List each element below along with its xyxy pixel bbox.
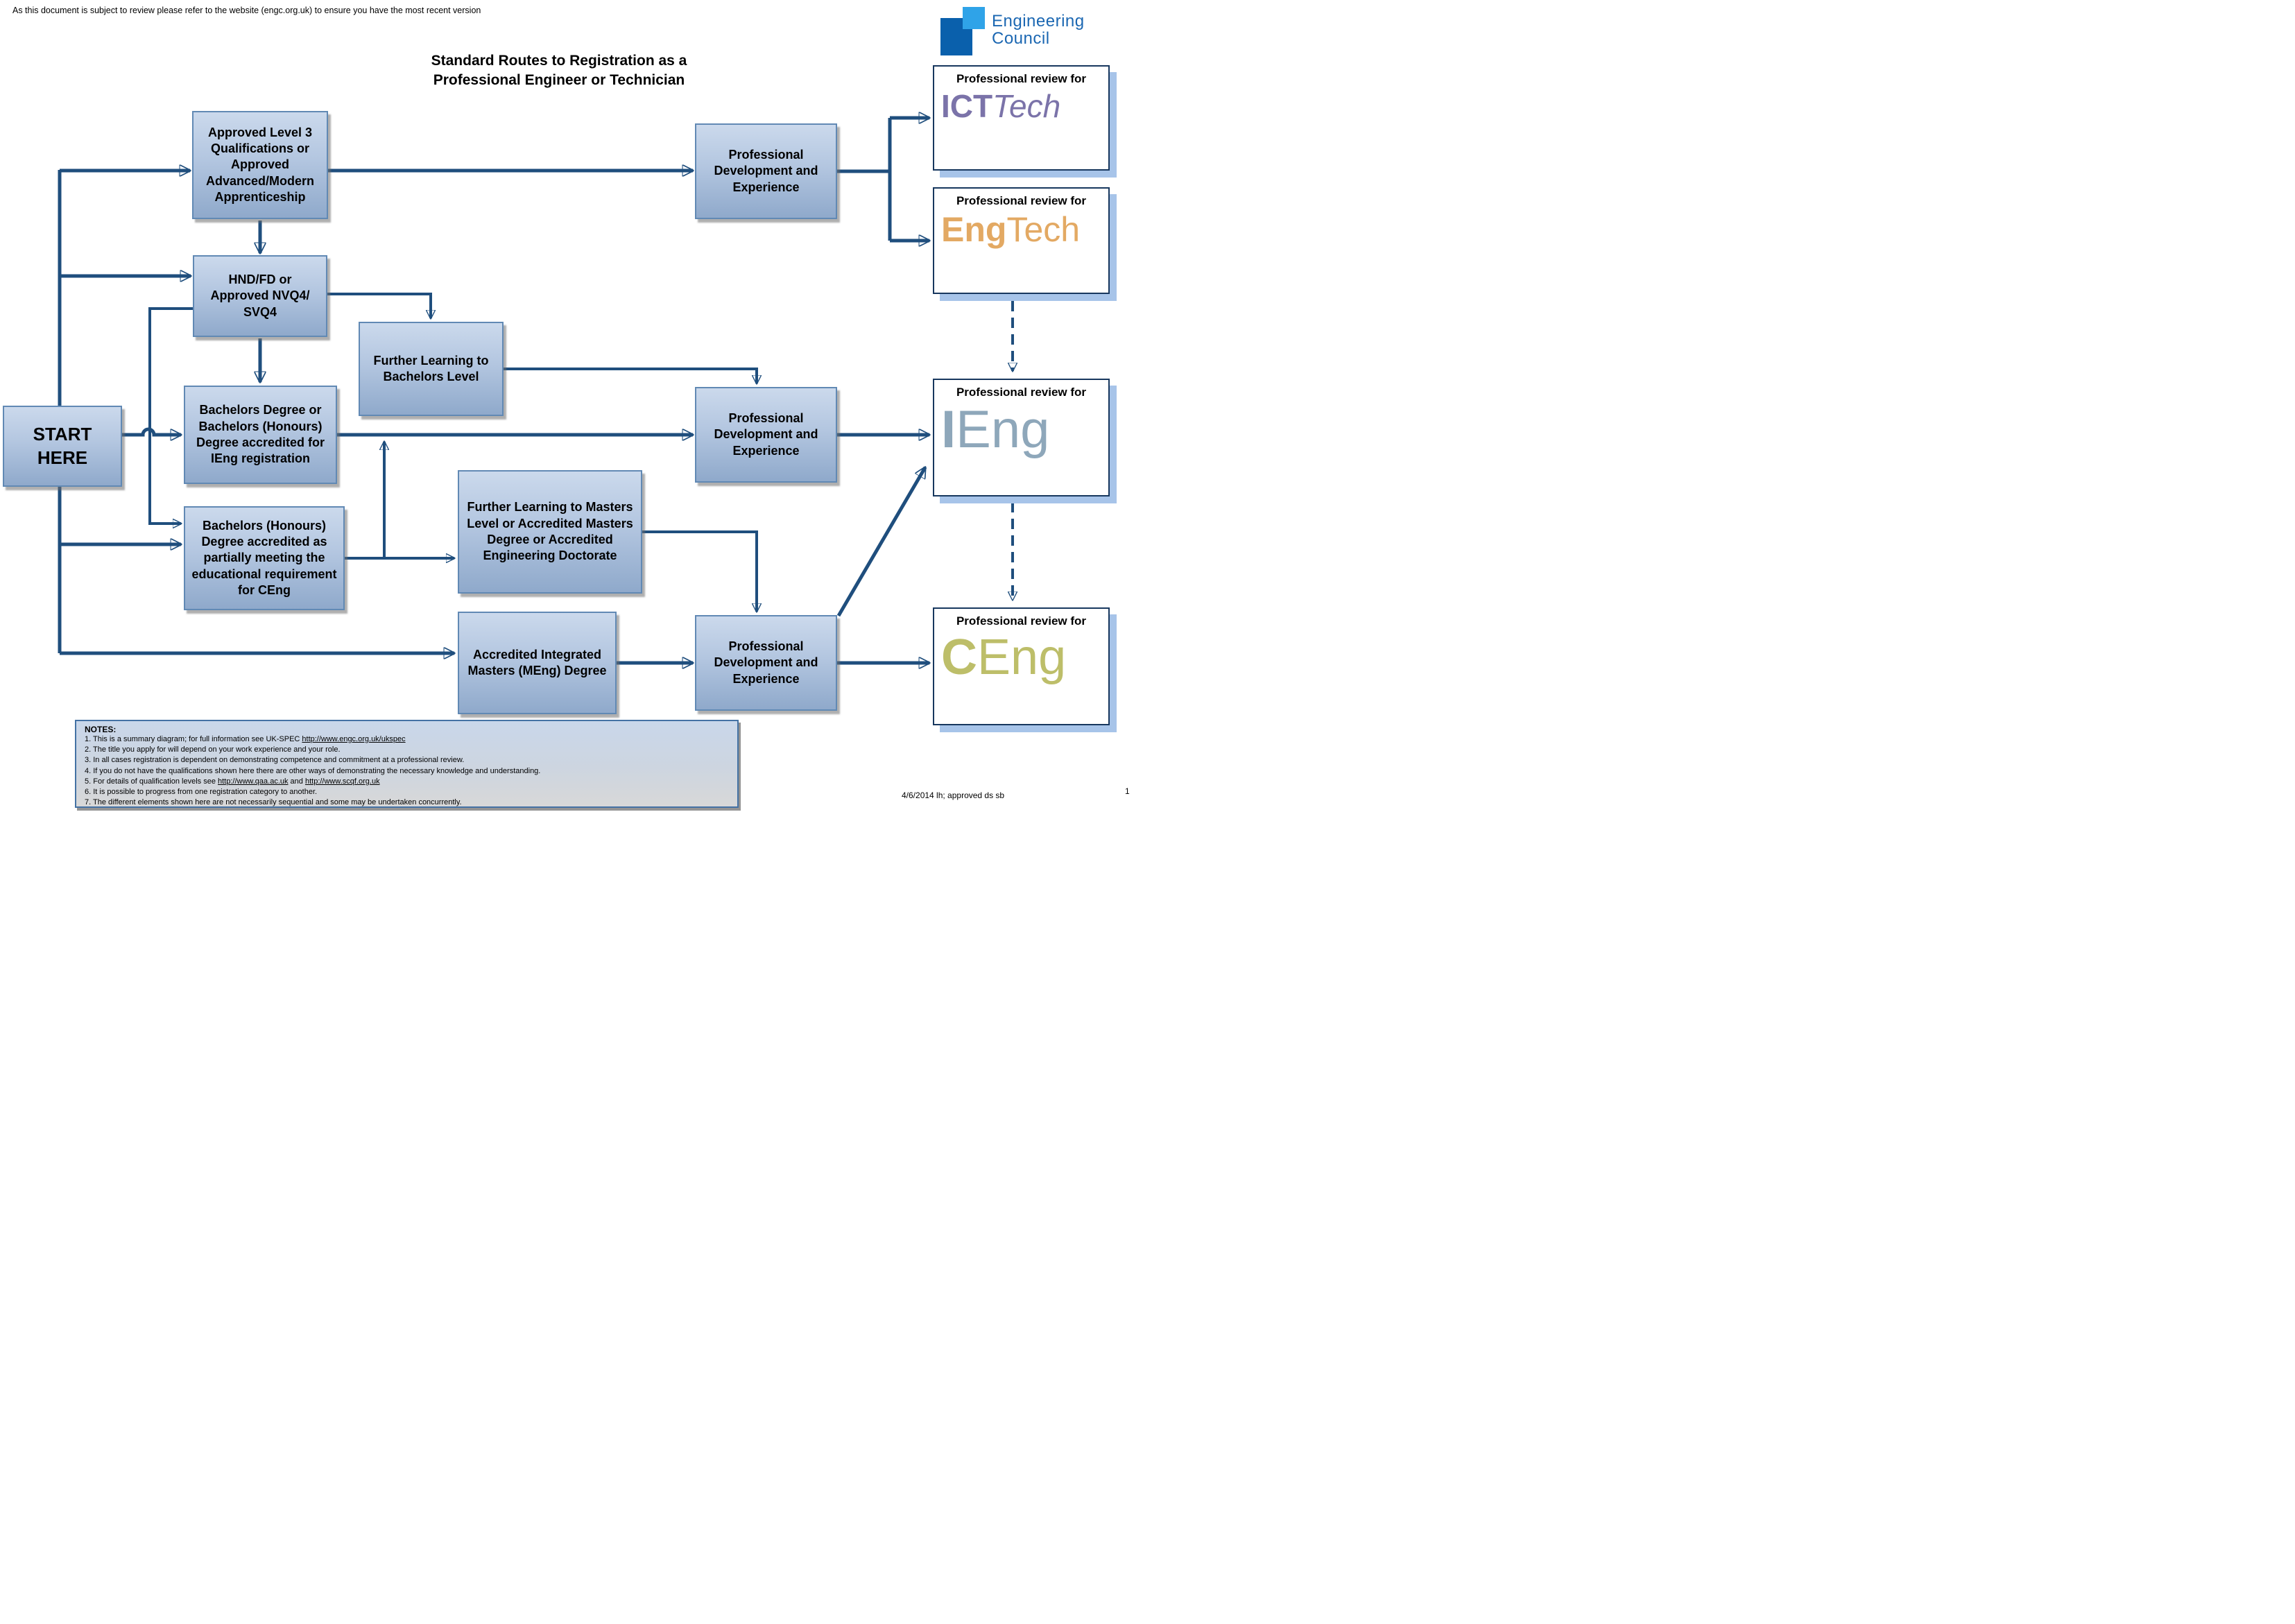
flow-box-approved-level3-label: Approved Level 3 Qualifications or Appro… [205,125,315,205]
flow-box-further-learning-masters: Further Learning to Masters Level or Acc… [458,470,642,594]
review-label-engtech: Professional review for [956,194,1087,207]
icttech-logo-bold: ICT [941,88,993,124]
flow-box-approved-level3: Approved Level 3 Qualifications or Appro… [192,111,328,219]
review-box-ceng: Professional review for CEng [933,607,1110,725]
flow-box-accredited-meng: Accredited Integrated Masters (MEng) Deg… [458,612,617,714]
flow-box-pde-bottom: Professional Development and Experience [695,615,837,711]
note-item: 2. The title you apply for will depend o… [85,745,341,754]
flow-box-further-learning-masters-label: Further Learning to Masters Level or Acc… [467,500,633,563]
page-title: Standard Routes to Registration as a Pro… [347,51,771,91]
note-item: 3. In all cases registration is dependen… [85,756,465,765]
page-title-line2: Professional Engineer or Technician [433,72,685,89]
connector-further-masters-to-pde3 [642,530,757,612]
flow-box-bachelors-ieng: Bachelors Degree or Bachelors (Honours) … [184,386,337,484]
notes-heading: NOTES: [85,725,117,734]
ceng-logo: CEng [938,632,1104,682]
flow-box-hnd-fd-label: HND/FD or Approved NVQ4/ SVQ4 [210,272,310,319]
flow-box-start-here-label: START HERE [33,423,92,468]
connector-pde3-diagonal-to-ieng [836,467,927,617]
review-label-ceng: Professional review for [956,614,1087,628]
logo-light-square-icon [963,7,985,29]
ceng-logo-bold: C [941,630,977,685]
note-item: 5. For details of qualification levels s… [85,777,380,786]
flow-box-bachelors-ceng: Bachelors (Honours) Degree accredited as… [184,506,345,610]
connector-bachelors-ceng-up-join [345,442,384,560]
disclaimer-text: As this document is subject to review pl… [12,6,481,15]
flow-box-pde-middle: Professional Development and Experience [695,387,837,483]
flow-box-bachelors-ieng-label: Bachelors Degree or Bachelors (Honours) … [196,403,325,466]
connector-further-bachelors-to-pde2 [504,368,757,383]
note-item: 7. The different elements shown here are… [85,798,462,807]
notes-box: NOTES: 1. This is a summary diagram; for… [75,720,739,808]
notes-list: 1. This is a summary diagram; for full i… [85,734,729,808]
connector-start-to-bachelors-ieng [122,427,181,435]
engtech-logo: EngTech [938,212,1104,247]
connector-hnd-to-further-bachelors [327,293,431,318]
flow-box-pde-top-label: Professional Development and Experience [714,147,818,194]
flow-box-start-here: START HERE [3,406,122,487]
flow-box-accredited-meng-label: Accredited Integrated Masters (MEng) Deg… [467,647,607,677]
flow-box-bachelors-ceng-label: Bachelors (Honours) Degree accredited as… [191,518,337,598]
review-label-ieng: Professional review for [956,386,1087,399]
note-link[interactable]: http://www.engc.org.uk/ukspec [302,735,406,743]
review-box-engtech: Professional review for EngTech [933,187,1110,294]
review-box-icttech: Professional review for ICTTech [933,65,1110,171]
review-box-ieng: Professional review for IEng [933,379,1110,496]
ieng-logo: IEng [938,404,1104,456]
logo-wordmark: Engineering Council [992,12,1085,49]
engineering-council-logo: Engineering Council [938,4,1146,58]
approval-text: 4/6/2014 lh; approved ds sb [902,791,1005,800]
connector-layer [58,0,1147,812]
flow-box-pde-bottom-label: Professional Development and Experience [714,639,818,686]
logo-line1: Engineering [992,12,1085,31]
page-title-line1: Standard Routes to Registration as a [431,53,687,69]
icttech-logo: ICTTech [938,90,1104,122]
note-item: 1. This is a summary diagram; for full i… [85,735,406,743]
note-item: 4. If you do not have the qualifications… [85,766,541,775]
engtech-logo-bold: Eng [941,210,1007,249]
flowchart-page: As this document is subject to review pl… [0,0,1147,812]
connector-hnd-feeder-to-bachelors-ceng [148,307,193,524]
flow-box-further-learning-bachelors-label: Further Learning to Bachelors Level [373,353,489,383]
note-item: 6. It is possible to progress from one r… [85,787,318,796]
ieng-logo-light: Eng [956,400,1050,459]
flow-box-pde-middle-label: Professional Development and Experience [714,411,818,458]
flow-box-pde-top: Professional Development and Experience [695,123,837,219]
engtech-logo-light: Tech [1006,210,1081,249]
ceng-logo-light: Eng [977,630,1067,685]
ieng-logo-bold: I [941,400,956,459]
logo-line2: Council [992,29,1050,49]
review-label-icttech: Professional review for [956,72,1087,85]
flow-box-further-learning-bachelors: Further Learning to Bachelors Level [359,322,504,416]
note-link[interactable]: http://www.qaa.ac.uk [218,777,289,786]
icttech-logo-light: Tech [992,88,1061,124]
flow-box-hnd-fd: HND/FD or Approved NVQ4/ SVQ4 [193,255,327,337]
page-number: 1 [1125,786,1130,796]
note-link[interactable]: http://www.scqf.org.uk [304,777,380,786]
